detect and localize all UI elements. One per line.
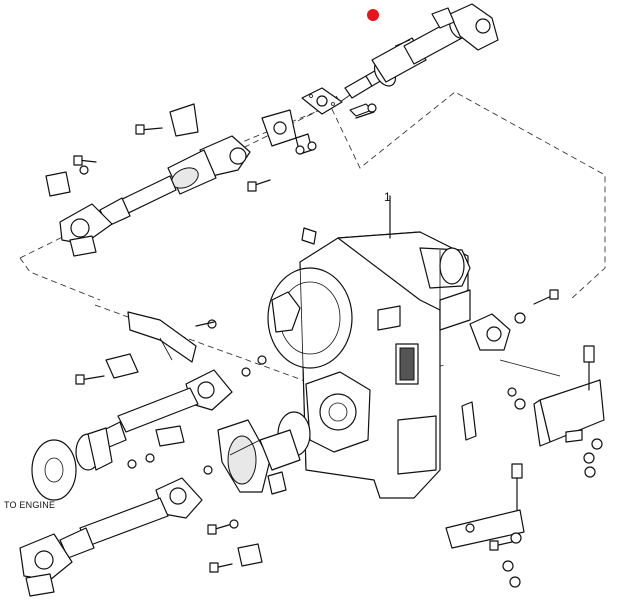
part-callout-number: 1 — [384, 190, 391, 204]
upper-yoke-flange — [169, 103, 313, 155]
middle-drive-shaft — [95, 369, 233, 469]
center-flange-discs — [203, 411, 311, 495]
leader-lines — [159, 39, 561, 456]
right-mount-bracket — [507, 345, 605, 478]
upper-flange-plate — [301, 87, 377, 117]
upper-drive-shaft — [335, 3, 499, 103]
lower-drive-shaft — [19, 477, 203, 597]
lower-right-bracket — [445, 401, 525, 588]
lower-bolts — [207, 519, 263, 573]
engine-flange-disc — [31, 427, 113, 501]
selected-part-marker[interactable] — [367, 9, 379, 21]
transmission-housing — [267, 195, 471, 499]
lower-left-brackets — [75, 311, 267, 385]
upper-left-drive-shaft — [59, 135, 251, 257]
to-engine-label: TO ENGINE — [4, 500, 56, 510]
right-yoke-assembly — [469, 289, 559, 351]
upper-bolts — [45, 111, 375, 197]
